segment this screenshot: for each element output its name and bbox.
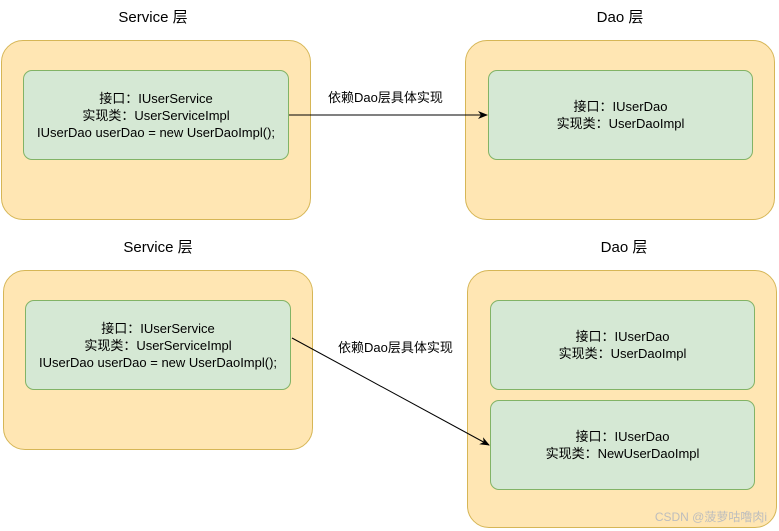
bottom-dao-layer-title: Dao 层 xyxy=(600,239,648,256)
top-service-impl: 实现类：UserServiceImpl xyxy=(82,107,230,123)
bottom-dao-1-interface: 接口：IUserDao xyxy=(575,329,670,344)
bottom-dao-class-box-1: 接口：IUserDao 实现类：UserDaoImpl xyxy=(490,300,755,390)
top-dependency-label: 依赖Dao层具体实现 xyxy=(328,87,443,106)
top-service-layer-title: Service 层 xyxy=(118,9,188,26)
top-dao-impl: 实现类：UserDaoImpl xyxy=(556,116,685,131)
top-service-interface: 接口：IUserService xyxy=(99,90,213,106)
bottom-service-class-box: 接口：IUserService 实现类：UserServiceImpl IUse… xyxy=(25,300,291,390)
top-dao-layer-title: Dao 层 xyxy=(596,9,644,26)
bottom-dependency-label: 依赖Dao层具体实现 xyxy=(338,337,453,356)
bottom-service-impl: 实现类：UserServiceImpl xyxy=(84,337,232,353)
watermark: CSDN @菠萝咕噜肉i xyxy=(654,510,767,524)
bottom-dependency-arrow xyxy=(291,337,490,446)
bottom-dao-1-impl: 实现类：UserDaoImpl xyxy=(558,346,687,361)
bottom-service-dependency: IUserDao userDao = new UserDaoImpl(); xyxy=(38,354,278,370)
top-dao-class-box: 接口：IUserDao 实现类：UserDaoImpl xyxy=(488,70,753,160)
top-service-class-box: 接口：IUserService 实现类：UserServiceImpl IUse… xyxy=(23,70,289,160)
bottom-service-interface: 接口：IUserService xyxy=(101,320,215,336)
bottom-dao-2-interface: 接口：IUserDao xyxy=(575,429,670,444)
bottom-service-layer-title: Service 层 xyxy=(123,239,193,256)
top-service-dependency: IUserDao userDao = new UserDaoImpl(); xyxy=(36,124,276,140)
top-dao-interface: 接口：IUserDao xyxy=(573,99,668,114)
bottom-dao-2-impl: 实现类：NewUserDaoImpl xyxy=(545,446,700,461)
bottom-dao-class-box-2: 接口：IUserDao 实现类：NewUserDaoImpl xyxy=(490,400,755,490)
